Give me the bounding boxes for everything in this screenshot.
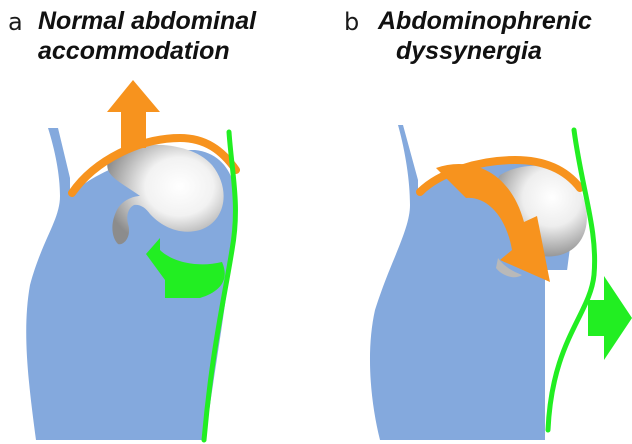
- panel-a-diagram: [26, 80, 236, 440]
- panel-b-wall-gap: [545, 270, 600, 440]
- panel-b-diagram: [370, 125, 632, 440]
